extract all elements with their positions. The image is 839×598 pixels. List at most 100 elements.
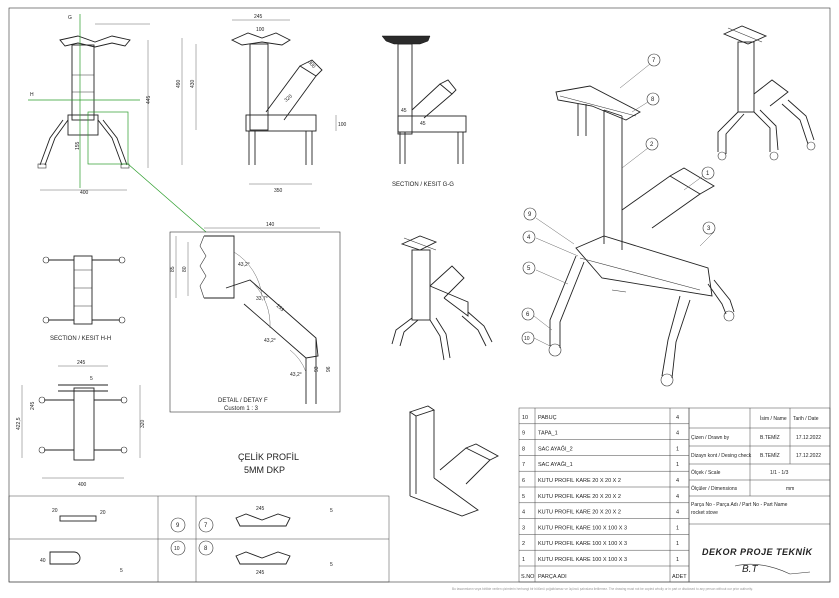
bom-row-no: 8 xyxy=(522,446,525,452)
balloon-7: 7 xyxy=(652,58,656,64)
material-line1: ÇELİK PROFİL xyxy=(238,452,299,462)
bom-row-qty: 1 xyxy=(676,541,679,547)
dim-front-height: 445 xyxy=(146,95,152,104)
bom-row-no: 9 xyxy=(522,431,525,437)
balloon-10: 10 xyxy=(524,336,530,342)
dim-detail-mid: 33,7° xyxy=(256,296,268,302)
dim-detail-153: 153 xyxy=(275,303,285,313)
signature: B.T xyxy=(742,564,758,575)
detail-f-scale: Custom 1 : 3 xyxy=(224,406,259,412)
dim-top-245b: 245 xyxy=(30,401,36,410)
bom-row-qty: 4 xyxy=(676,478,679,484)
title-col-date: Tarih / Date xyxy=(793,416,819,422)
dim-detail-93: 93 xyxy=(314,366,320,372)
bom-row-name: KUTU PROFIL KARE 100 X 100 X 3 xyxy=(538,525,627,531)
disclaimer: Bu tasarımların veya birlikte verilen çi… xyxy=(452,587,753,591)
dim-detail-angle1: 43,2° xyxy=(238,262,250,268)
parts-balloon-7: 7 xyxy=(204,523,208,529)
bom-row-no: 3 xyxy=(522,525,525,531)
bom-row-name: SAC AYAĞI_2 xyxy=(538,445,573,452)
iso-view-topright xyxy=(717,25,816,161)
bom-row-name: PABUÇ xyxy=(538,415,557,421)
dim-detail-96: 96 xyxy=(326,366,332,372)
scale-value: 1/1 - 1/3 xyxy=(770,470,789,476)
dim-gg-45b: 45 xyxy=(420,121,426,127)
bom-row-qty: 4 xyxy=(676,431,679,437)
dim-detail-angle3: 43,2° xyxy=(290,372,302,378)
balloon-3: 3 xyxy=(707,226,711,232)
dim-part7-5: 5 xyxy=(330,508,333,514)
dim-top-245: 245 xyxy=(77,360,86,366)
balloon-6: 6 xyxy=(526,312,530,318)
drawn-date-value: 17.12.2022 xyxy=(796,435,821,441)
section-hh-title: SECTION / KESIT H-H xyxy=(50,336,111,342)
bom-row-name: KUTU PROFIL KARE 100 X 100 X 3 xyxy=(538,557,627,563)
bom-row-qty: 4 xyxy=(676,415,679,421)
check-label: Dizayn kont / Desing check xyxy=(691,453,752,459)
check-date-value: 17.12.2022 xyxy=(796,453,821,459)
section-hh-view: SECTION / KESIT H-H xyxy=(42,255,126,342)
balloon-group: 7 8 2 1 9 4 3 5 6 10 xyxy=(521,53,716,347)
bom-row-qty: 1 xyxy=(676,446,679,452)
balloon-9: 9 xyxy=(528,212,532,218)
top-view: 245 5 422,5 245 320 400 xyxy=(16,360,146,488)
dim-side-top2: 100 xyxy=(256,27,265,33)
bom-row-qty: 4 xyxy=(676,510,679,516)
bom-row-name: KUTU PROFIL KARE 20 X 20 X 2 xyxy=(538,478,621,484)
bom-header-qty: ADET xyxy=(672,574,687,580)
dim-top-320: 320 xyxy=(140,419,146,428)
front-view: 400 445 155 G H xyxy=(28,14,207,233)
dim-side-h1: 490 xyxy=(176,79,182,88)
check-by-value: B.TEMİZ xyxy=(760,452,780,459)
bom-header-name: PARÇA ADI xyxy=(538,574,567,580)
dim-side-right: 100 xyxy=(338,122,347,128)
parts-detail-strip: 20 20 9 40 5 10 7 245 5 8 245 5 xyxy=(8,495,390,583)
side-view: 245 100 490 430 300 320 100 350 xyxy=(176,14,347,194)
section-mark-h: H xyxy=(30,92,34,98)
bom-row-name: KUTU PROFIL KARE 20 X 20 X 2 xyxy=(538,494,621,500)
balloon-5: 5 xyxy=(527,266,531,272)
dim-detail-140: 140 xyxy=(266,222,275,228)
section-mark-g: G xyxy=(68,15,72,21)
bom-row-name: SAC AYAĞI_1 xyxy=(538,461,573,468)
dim-top-5: 5 xyxy=(90,376,93,382)
dims-value: mm xyxy=(786,486,794,492)
title-col-name: İsim / Name xyxy=(760,415,787,422)
bom-row-no: 7 xyxy=(522,462,525,468)
dim-part9-20a: 20 xyxy=(52,508,58,514)
drawn-by-value: B.TEMİZ xyxy=(760,434,780,441)
dim-front-width: 400 xyxy=(80,190,89,196)
iso-view-part xyxy=(408,405,499,517)
dims-label: Ölçüler / Dimensions xyxy=(691,485,738,492)
drawn-by-label: Çizen / Drawn by xyxy=(691,435,730,441)
bom-row-no: 2 xyxy=(522,541,525,547)
scale-label: Ölçek / Scale xyxy=(691,469,721,476)
bom-row-qty: 4 xyxy=(676,494,679,500)
iso-view-small xyxy=(391,235,493,361)
bom-header-no: S.NO xyxy=(521,574,535,580)
dim-top-400: 400 xyxy=(78,482,87,488)
part-label: Parça No - Parça Adı / Part No - Part Na… xyxy=(691,502,788,508)
dim-part7-245: 245 xyxy=(256,506,265,512)
dim-detail-80: 80 xyxy=(182,266,188,272)
section-gg-view: 45 45 SECTION / KESIT G-G xyxy=(381,35,467,188)
dim-front-mid: 155 xyxy=(75,141,81,150)
material-line2: 5MM DKP xyxy=(244,465,285,475)
parts-balloon-9: 9 xyxy=(176,523,180,529)
title-block: İsim / Name Tarih / Date Çizen / Drawn b… xyxy=(688,407,831,583)
bom-row-no: 4 xyxy=(522,510,525,516)
dim-gg-45a: 45 xyxy=(401,108,407,114)
parts-balloon-10: 10 xyxy=(174,546,180,552)
section-gg-title: SECTION / KESIT G-G xyxy=(392,182,454,188)
bom-row-name: TAPA_1 xyxy=(538,431,558,437)
dim-side-slope: 300 xyxy=(306,59,316,69)
dim-side-slope2: 320 xyxy=(283,93,293,103)
bom-row-no: 5 xyxy=(522,494,525,500)
company-logo: DEKOR PROJE TEKNİK xyxy=(702,547,814,557)
dim-side-width: 350 xyxy=(274,188,283,194)
dim-side-h2: 430 xyxy=(190,79,196,88)
sheet-border xyxy=(8,7,831,583)
bom-row-qty: 1 xyxy=(676,525,679,531)
